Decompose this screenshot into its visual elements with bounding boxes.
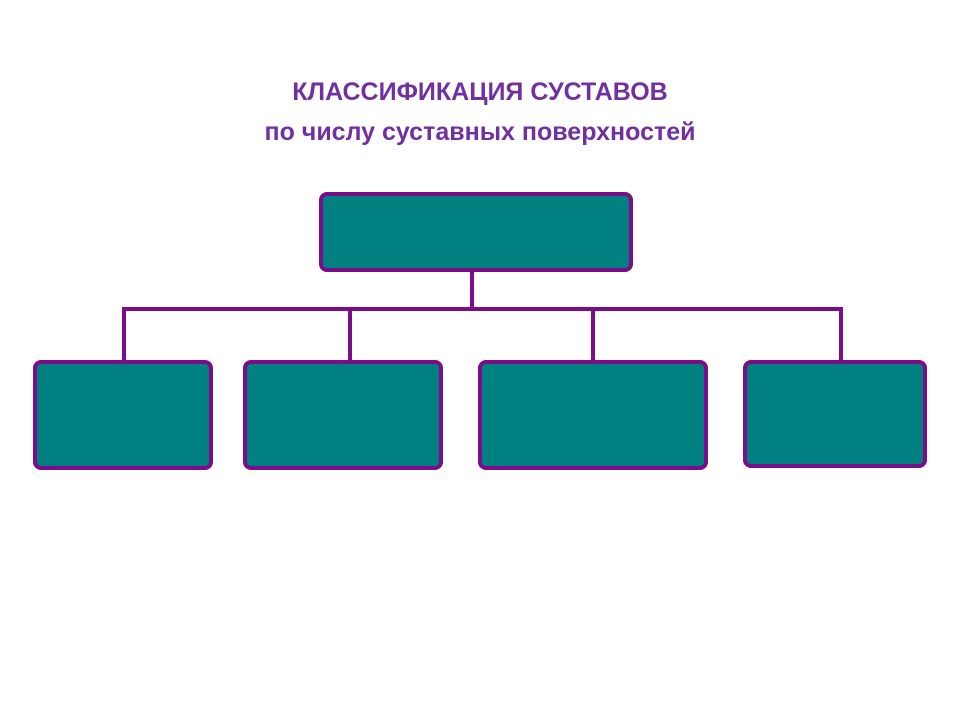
root-box: [319, 192, 633, 272]
slide-title-line-2: по числу суставных поверхностей: [264, 118, 696, 146]
child-box-3: [478, 360, 708, 470]
child-box-4: [743, 360, 927, 468]
slide-title-line-1: КЛАССИФИКАЦИЯ СУСТАВОВ: [292, 78, 668, 106]
child-box-2: [243, 360, 443, 470]
child-box-1: [33, 360, 213, 470]
slide-title: КЛАССИФИКАЦИЯ СУСТАВОВ по числу суставны…: [0, 72, 960, 152]
